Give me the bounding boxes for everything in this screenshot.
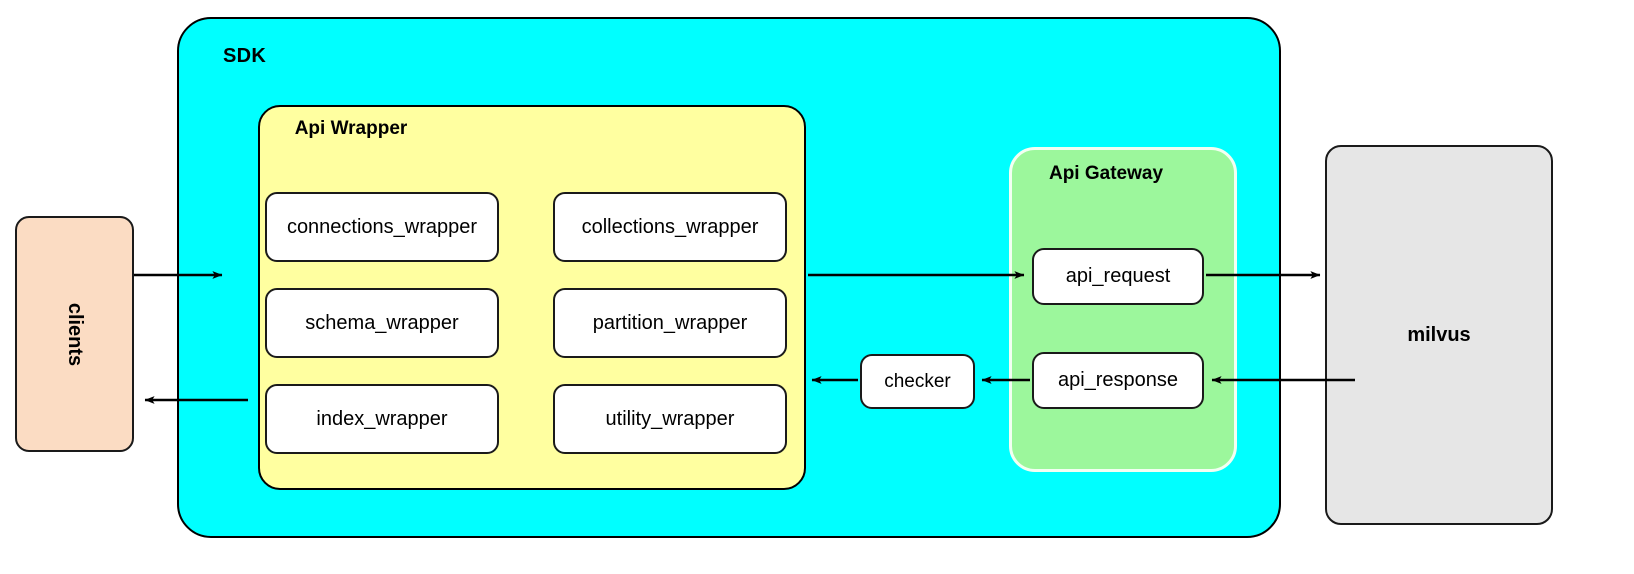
node-collections-wrapper-label: collections_wrapper [581,215,759,238]
node-checker[interactable]: checker [860,354,975,409]
node-utility-wrapper[interactable]: utility_wrapper [553,384,787,454]
node-utility-wrapper-label: utility_wrapper [605,407,735,430]
node-partition-wrapper-label: partition_wrapper [592,311,748,334]
node-api-response[interactable]: api_response [1032,352,1204,409]
node-index-wrapper[interactable]: index_wrapper [265,384,499,454]
node-api-response-label: api_response [1057,369,1179,391]
container-sdk-label: SDK [223,45,267,67]
container-api-wrapper-label: Api Wrapper [294,118,408,139]
node-collections-wrapper[interactable]: collections_wrapper [553,192,787,262]
node-partition-wrapper[interactable]: partition_wrapper [553,288,787,358]
node-api-request-label: api_request [1065,265,1171,287]
node-connections-wrapper-label: connections_wrapper [286,215,478,238]
node-clients-label: clients [63,302,86,366]
container-api-gateway-label: Api Gateway [1048,163,1164,184]
node-milvus-label: milvus [1407,323,1471,346]
node-schema-wrapper-label: schema_wrapper [305,311,459,334]
node-api-request[interactable]: api_request [1032,248,1204,305]
node-schema-wrapper[interactable]: schema_wrapper [265,288,499,358]
node-index-wrapper-label: index_wrapper [316,407,448,430]
container-api-gateway[interactable]: Api Gateway [1009,147,1237,472]
node-connections-wrapper[interactable]: connections_wrapper [265,192,499,262]
node-checker-label: checker [884,370,951,392]
node-milvus[interactable]: milvus [1325,145,1553,525]
node-clients[interactable]: clients [15,216,134,452]
